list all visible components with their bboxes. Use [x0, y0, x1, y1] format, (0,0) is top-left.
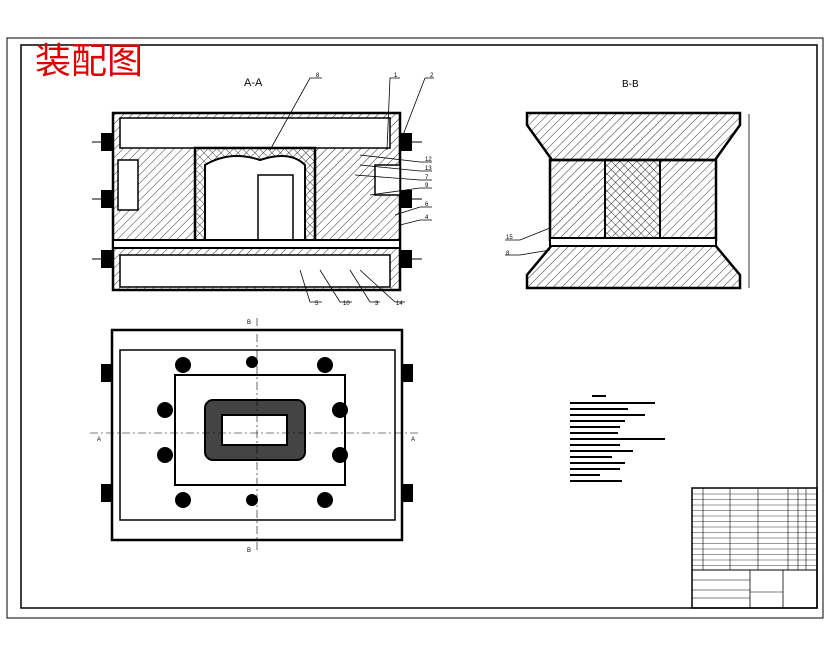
callout-8: 8	[316, 73, 320, 79]
section-bb-label: B-B	[622, 79, 639, 90]
drawing-title: 装配图	[35, 41, 143, 82]
cut-marker-b-top: B	[247, 320, 251, 326]
parts-list	[691, 487, 818, 609]
callout-14: 14	[396, 301, 403, 307]
cut-marker-a-right: A	[411, 437, 415, 443]
callout-3: 3	[375, 301, 379, 307]
callout-10: 10	[343, 301, 350, 307]
callout-5: 5	[315, 301, 319, 307]
section-bb-view	[505, 111, 750, 290]
callout-13: 13	[425, 166, 432, 172]
callout-9: 9	[425, 183, 429, 189]
callout-2: 2	[430, 73, 434, 79]
callout-15: 15	[506, 235, 513, 241]
section-aa-label: A-A	[244, 77, 263, 89]
section-aa-view	[92, 77, 434, 303]
cut-marker-a-left: A	[97, 437, 101, 443]
technical-notes	[570, 395, 665, 482]
callout-6: 6	[425, 202, 429, 208]
plan-view	[90, 318, 420, 552]
cut-marker-b-bottom: B	[247, 548, 251, 554]
callout-7: 7	[425, 175, 429, 181]
callout-1: 1	[394, 73, 398, 79]
callout-8-bb: 8	[506, 251, 510, 257]
outer-border	[6, 37, 824, 619]
callout-12: 12	[425, 157, 432, 163]
callout-4: 4	[425, 215, 429, 221]
inner-border	[20, 44, 818, 609]
